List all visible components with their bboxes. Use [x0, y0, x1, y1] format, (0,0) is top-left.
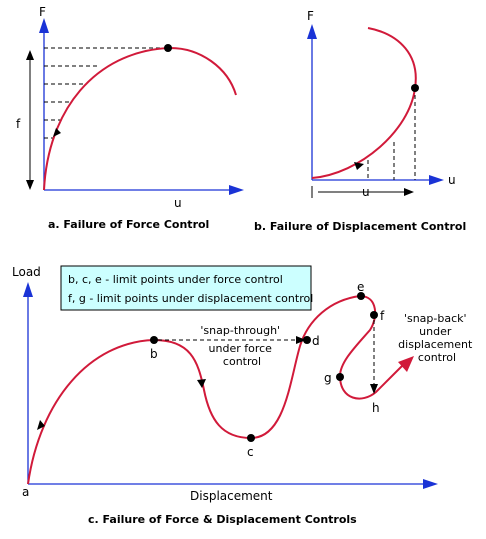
point-f [370, 311, 378, 319]
panel-b-caption: b. Failure of Displacement Control [254, 220, 466, 233]
snap-back-arrow-icon [370, 384, 378, 394]
panel-a-x-label: u [174, 196, 182, 210]
panel-c-x-arrow-icon [423, 479, 438, 489]
panel-c-y-label: Load [12, 265, 41, 279]
panel-a-f-arrow-up-icon [26, 50, 34, 60]
snap-back-line-1: 'snap-back' [404, 312, 467, 325]
snap-back-line-2: under [419, 325, 452, 338]
point-label-c: c [247, 445, 254, 459]
panel-b-y-arrow-icon [307, 24, 317, 39]
point-label-e: e [357, 280, 364, 294]
point-label-a: a [22, 485, 29, 499]
panel-b-y-label: F [307, 9, 314, 23]
panel-c-y-arrow-icon [23, 282, 33, 297]
panel-c-curve [27, 294, 403, 485]
panel-a-direction-arrow-icon [53, 128, 61, 137]
snap-back-line-4: control [418, 351, 456, 364]
snap-through-line-3: control [223, 355, 261, 368]
panel-c-direction-arrow-icon [37, 420, 45, 430]
point-label-g: g [324, 371, 332, 385]
snap-through-line-1: 'snap-through' [200, 324, 280, 337]
panel-c-caption: c. Failure of Force & Displacement Contr… [88, 513, 357, 526]
snap-through-arrow-icon [296, 336, 306, 344]
panel-a-x-arrow-icon [229, 185, 244, 195]
panel-c-direction-arrow-icon [197, 379, 206, 388]
panel-c: Load Displacement b, c, e - limit points… [12, 265, 476, 526]
legend-line-2: f, g - limit points under displacement c… [68, 292, 313, 305]
panel-b-curve [311, 27, 417, 179]
panel-b-direction-arrow-icon [354, 162, 364, 170]
panel-a: F u f a. Failure of Force Control [16, 5, 244, 231]
point-label-b: b [150, 347, 158, 361]
panel-b-x-arrow-icon [429, 175, 444, 185]
point-c [247, 434, 255, 442]
legend-line-1: b, c, e - limit points under force contr… [68, 273, 283, 286]
snap-through-line-2: under force [209, 342, 273, 355]
point-d [303, 336, 311, 344]
point-b [150, 336, 158, 344]
panel-a-caption: a. Failure of Force Control [48, 218, 209, 231]
panel-b-u-arrow-icon [404, 188, 414, 196]
panel-a-f-arrow-down-icon [26, 180, 34, 190]
panel-a-f-label: f [16, 117, 21, 131]
point-label-h: h [372, 401, 380, 415]
point-e [357, 292, 365, 300]
point-g [336, 373, 344, 381]
panel-c-curve-arrowhead-icon [398, 356, 414, 372]
panel-c-x-label: Displacement [190, 489, 273, 503]
legend-box [60, 265, 312, 311]
panel-a-limit-point [164, 44, 172, 52]
point-label-d: d [312, 334, 320, 348]
panel-a-y-label: F [39, 5, 46, 19]
panel-a-y-arrow-icon [39, 18, 49, 33]
panel-b-u-label: u [362, 185, 370, 199]
snap-through-note: 'snap-through' under force control [200, 324, 283, 368]
panel-b: F u u b. Failure of Displacement Control [254, 9, 466, 233]
panel-b-limit-point [411, 84, 419, 92]
snap-back-note: 'snap-back' under displacement control [398, 312, 476, 364]
point-label-f: f [380, 309, 385, 323]
snap-back-line-3: displacement [398, 338, 473, 351]
panel-a-curve [43, 46, 237, 191]
panel-b-x-label: u [448, 173, 456, 187]
